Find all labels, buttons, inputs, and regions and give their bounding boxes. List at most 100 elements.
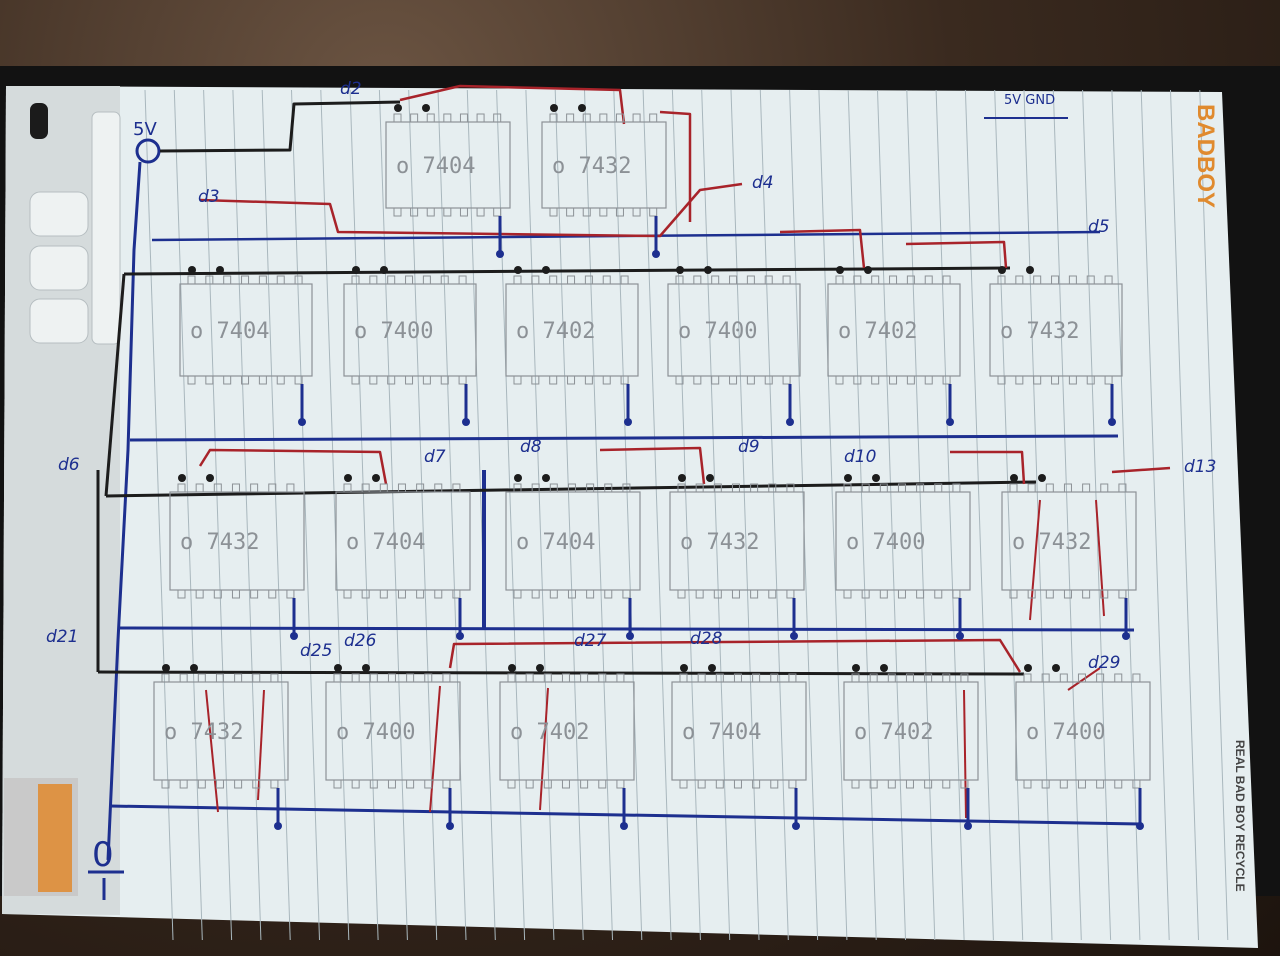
vcc-node [708, 664, 716, 672]
ground-node [462, 418, 470, 426]
ground-node [626, 632, 634, 640]
signal-label-d26: d26 [344, 631, 377, 651]
vcc-node [188, 266, 196, 274]
vcc-node [880, 664, 888, 672]
signal-row3-c [429, 685, 441, 813]
ground-node [1136, 822, 1144, 830]
brand-logo: BADBOY [1192, 104, 1219, 208]
signal-label-d21: d21 [46, 627, 78, 647]
vcc-node [362, 664, 370, 672]
vcc-feed-top [159, 100, 401, 153]
chip-label: o 7402 [854, 720, 933, 745]
vcc-node [380, 266, 388, 274]
vcc-node [1010, 474, 1018, 482]
chip-label: o 7404 [516, 530, 595, 555]
vcc-node [550, 104, 558, 112]
signal-row2-b [599, 446, 706, 485]
ground-node [792, 822, 800, 830]
signal-label-d13: d13 [1184, 457, 1216, 477]
vcc-node [680, 664, 688, 672]
signal-cross-b [1095, 499, 1105, 617]
vcc-node [514, 474, 522, 482]
signal-label-d25: d25 [300, 641, 332, 661]
signal-label-d2: d2 [340, 79, 362, 99]
signal-d13 [1111, 466, 1171, 474]
vcc-node [542, 266, 550, 274]
chip-label: o 7400 [1026, 720, 1105, 745]
ground-node [946, 418, 954, 426]
vcc-node [344, 474, 352, 482]
signal-label-d5: d5 [1088, 217, 1110, 237]
vcc-link [104, 273, 126, 497]
signal-row3-a [205, 689, 219, 813]
signal-label-d6: d6 [58, 455, 80, 475]
vcc-node [508, 664, 516, 672]
ground-rail-1 [129, 434, 1119, 442]
chip-row3-1: o 7432 [153, 664, 289, 830]
ground-node [790, 632, 798, 640]
chip-label: o 7432 [164, 720, 243, 745]
signal-label-d27: d27 [574, 631, 607, 651]
ground-node [456, 632, 464, 640]
vcc-node [678, 474, 686, 482]
signal-row1-b [905, 240, 1008, 269]
signal-label-d8: d8 [520, 437, 542, 457]
signal-row3 [448, 638, 1022, 673]
chip-label: o 7432 [1012, 530, 1091, 555]
svg-text:0: 0 [92, 835, 114, 875]
ground-node [290, 632, 298, 640]
chip-label: o 7400 [336, 720, 415, 745]
signal-d29 [1067, 667, 1101, 691]
signal-row3-b [257, 689, 265, 801]
signal-top-right [659, 110, 692, 222]
signal-row2-a [198, 448, 388, 485]
signal-label-d4: d4 [752, 173, 774, 193]
chip-row1-2: o 7400 [343, 266, 477, 426]
chip-row1-6: o 7432 [989, 266, 1123, 426]
chip-label: o 7402 [516, 319, 595, 344]
signal-label-d7: d7 [424, 447, 446, 467]
vcc-node [206, 474, 214, 482]
chip-row1-1: o 7404 [179, 266, 313, 426]
signal-label-d3: d3 [198, 187, 220, 207]
vcc-node [178, 474, 186, 482]
chip-row2-6: o 7432 [1001, 474, 1137, 640]
signal-row3-e [963, 689, 967, 819]
chip-label: o 7402 [510, 720, 589, 745]
chip-row2-4: o 7432 [669, 474, 805, 640]
chip-row3-3: o 7402 [499, 664, 635, 830]
chip-label: o 7404 [190, 319, 269, 344]
vcc-node [706, 474, 714, 482]
brand-footer: REAL BAD BOY RECYCLE [1233, 740, 1247, 892]
vcc-node [1026, 266, 1034, 274]
signal-label-d28: d28 [690, 629, 723, 649]
vcc-node [852, 664, 860, 672]
chip-label: o 7404 [682, 720, 761, 745]
svg-text:5V: 5V [133, 119, 157, 140]
chip-label: o 7432 [1000, 319, 1079, 344]
signal-cross-a [1029, 499, 1041, 621]
ground-node [274, 822, 282, 830]
vcc-node [422, 104, 430, 112]
ground-node [620, 822, 628, 830]
vcc-node [514, 266, 522, 274]
signal-wires [198, 84, 1171, 819]
vcc-node [704, 266, 712, 274]
chip-row3-6: o 7400 [1015, 664, 1151, 830]
signal-row1-a [779, 228, 866, 269]
vcc-node [394, 104, 402, 112]
top-right-power-label: 5V GND [1004, 93, 1055, 108]
ground-node [956, 632, 964, 640]
chip-row3-2: o 7400 [325, 664, 461, 830]
chip-label: o 7400 [846, 530, 925, 555]
vcc-node [864, 266, 872, 274]
ground-trunk [106, 161, 142, 861]
ground-node [1122, 632, 1130, 640]
chip-row1-4: o 7400 [667, 266, 801, 426]
signal-label-d10: d10 [844, 447, 876, 467]
signal-label-d9: d9 [738, 437, 760, 457]
vcc-node [190, 664, 198, 672]
vcc-node [998, 266, 1006, 274]
ground-node [652, 250, 660, 258]
ground-node [446, 822, 454, 830]
